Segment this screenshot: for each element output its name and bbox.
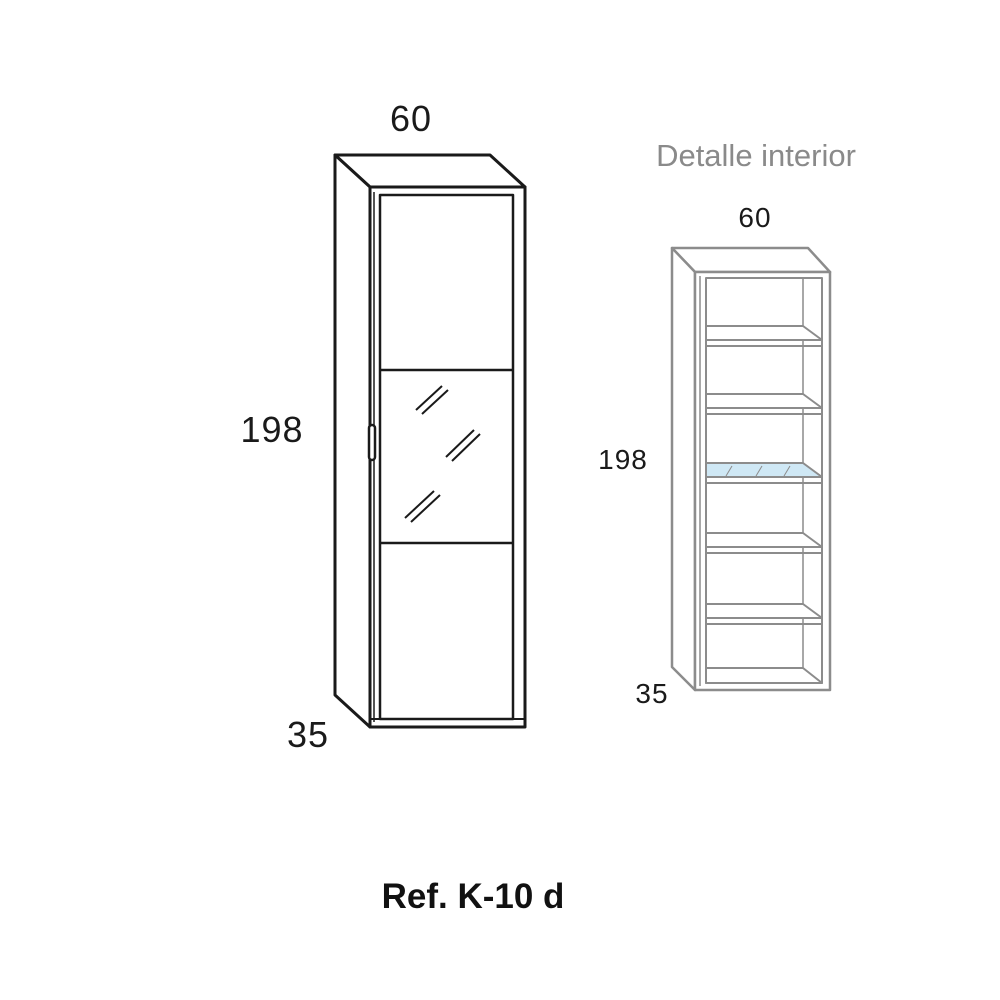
glass-reflection-marks	[404, 385, 481, 523]
main-height-label: 198	[240, 409, 303, 450]
detail-shelves	[705, 325, 823, 684]
bottom-shelf	[705, 667, 823, 684]
interior-detail-cabinet	[670, 246, 832, 692]
cabinet-side-face	[333, 153, 372, 729]
shelf-1	[705, 325, 823, 341]
detail-top-face	[670, 246, 832, 274]
detail-depth-label: 35	[635, 678, 668, 709]
shelf-2	[705, 393, 823, 409]
main-cabinet	[333, 153, 527, 729]
reference-label: Ref. K-10 d	[382, 877, 565, 916]
detail-title: Detalle interior	[656, 138, 856, 173]
detail-width-label: 60	[738, 202, 771, 233]
main-depth-label: 35	[287, 714, 329, 755]
detail-height-label: 198	[598, 444, 648, 475]
detail-side-face	[670, 246, 697, 692]
door-handle	[367, 423, 377, 462]
main-width-label: 60	[390, 98, 432, 139]
glass-shelf	[705, 462, 823, 478]
shelf-4	[705, 532, 823, 548]
shelf-5	[705, 603, 823, 619]
